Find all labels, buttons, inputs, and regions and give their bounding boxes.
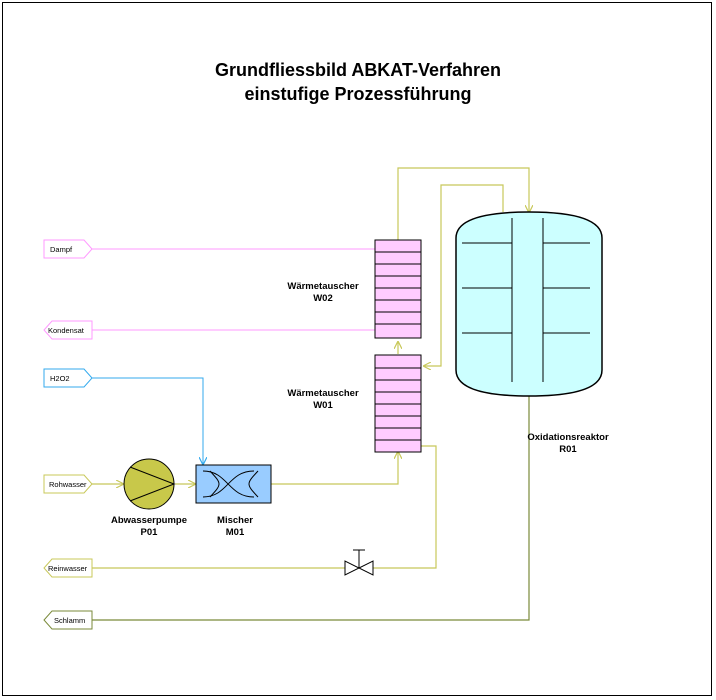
stream-label-schlamm: Schlamm	[54, 616, 85, 625]
stream-flag-kondensat: Kondensat	[43, 320, 93, 340]
pump-name-label: Abwasserpumpe	[111, 515, 187, 526]
stream-label-h2o2: H2O2	[50, 374, 70, 383]
heat-exchanger-w01	[374, 354, 422, 453]
stream-label-reinwasser: Reinwasser	[48, 564, 88, 573]
stream-label-kondensat: Kondensat	[48, 326, 85, 335]
stream-flag-schlamm: Schlamm	[43, 610, 93, 630]
oxidation-reactor	[455, 211, 603, 397]
stream-flag-h2o2: H2O2	[43, 368, 93, 388]
mixer-tag-label: M01	[226, 527, 245, 538]
w01-tag-label: W01	[313, 400, 333, 411]
reactor-name-label: Oxidationsreaktor	[527, 432, 609, 443]
pipe-reactor-schlamm	[92, 396, 530, 621]
stream-flag-rohwasser: Rohwasser	[43, 474, 93, 494]
wastewater-pump	[123, 458, 176, 510]
mixer-name-label: Mischer	[217, 515, 253, 526]
stream-flag-dampf: Dampf	[43, 239, 93, 259]
pipe-h2o2	[92, 377, 203, 464]
pipe-mixer-w01	[271, 452, 398, 485]
stream-label-rohwasser: Rohwasser	[49, 480, 87, 489]
heat-exchanger-w02	[374, 239, 422, 339]
title-line-2: einstufige Prozessführung	[244, 84, 472, 104]
stream-flag-reinwasser: Reinwasser	[43, 558, 93, 578]
mixer	[195, 464, 272, 504]
w02-name-label: Wärmetauscher	[287, 281, 359, 292]
pump-tag-label: P01	[141, 527, 159, 538]
w02-tag-label: W02	[313, 293, 333, 304]
pipe-w01-reinwasser	[92, 445, 437, 569]
pipe-reactor-w01	[424, 184, 504, 366]
title-line-1: Grundfliessbild ABKAT-Verfahren	[214, 60, 502, 80]
w01-name-label: Wärmetauscher	[287, 388, 359, 399]
diagram-title: Grundfliessbild ABKAT-Verfahren einstufi…	[0, 58, 716, 106]
reactor-tag-label: R01	[559, 444, 577, 455]
valve-icon	[344, 549, 374, 576]
pipe-w02-reactor	[397, 167, 529, 240]
stream-label-dampf: Dampf	[50, 245, 73, 254]
